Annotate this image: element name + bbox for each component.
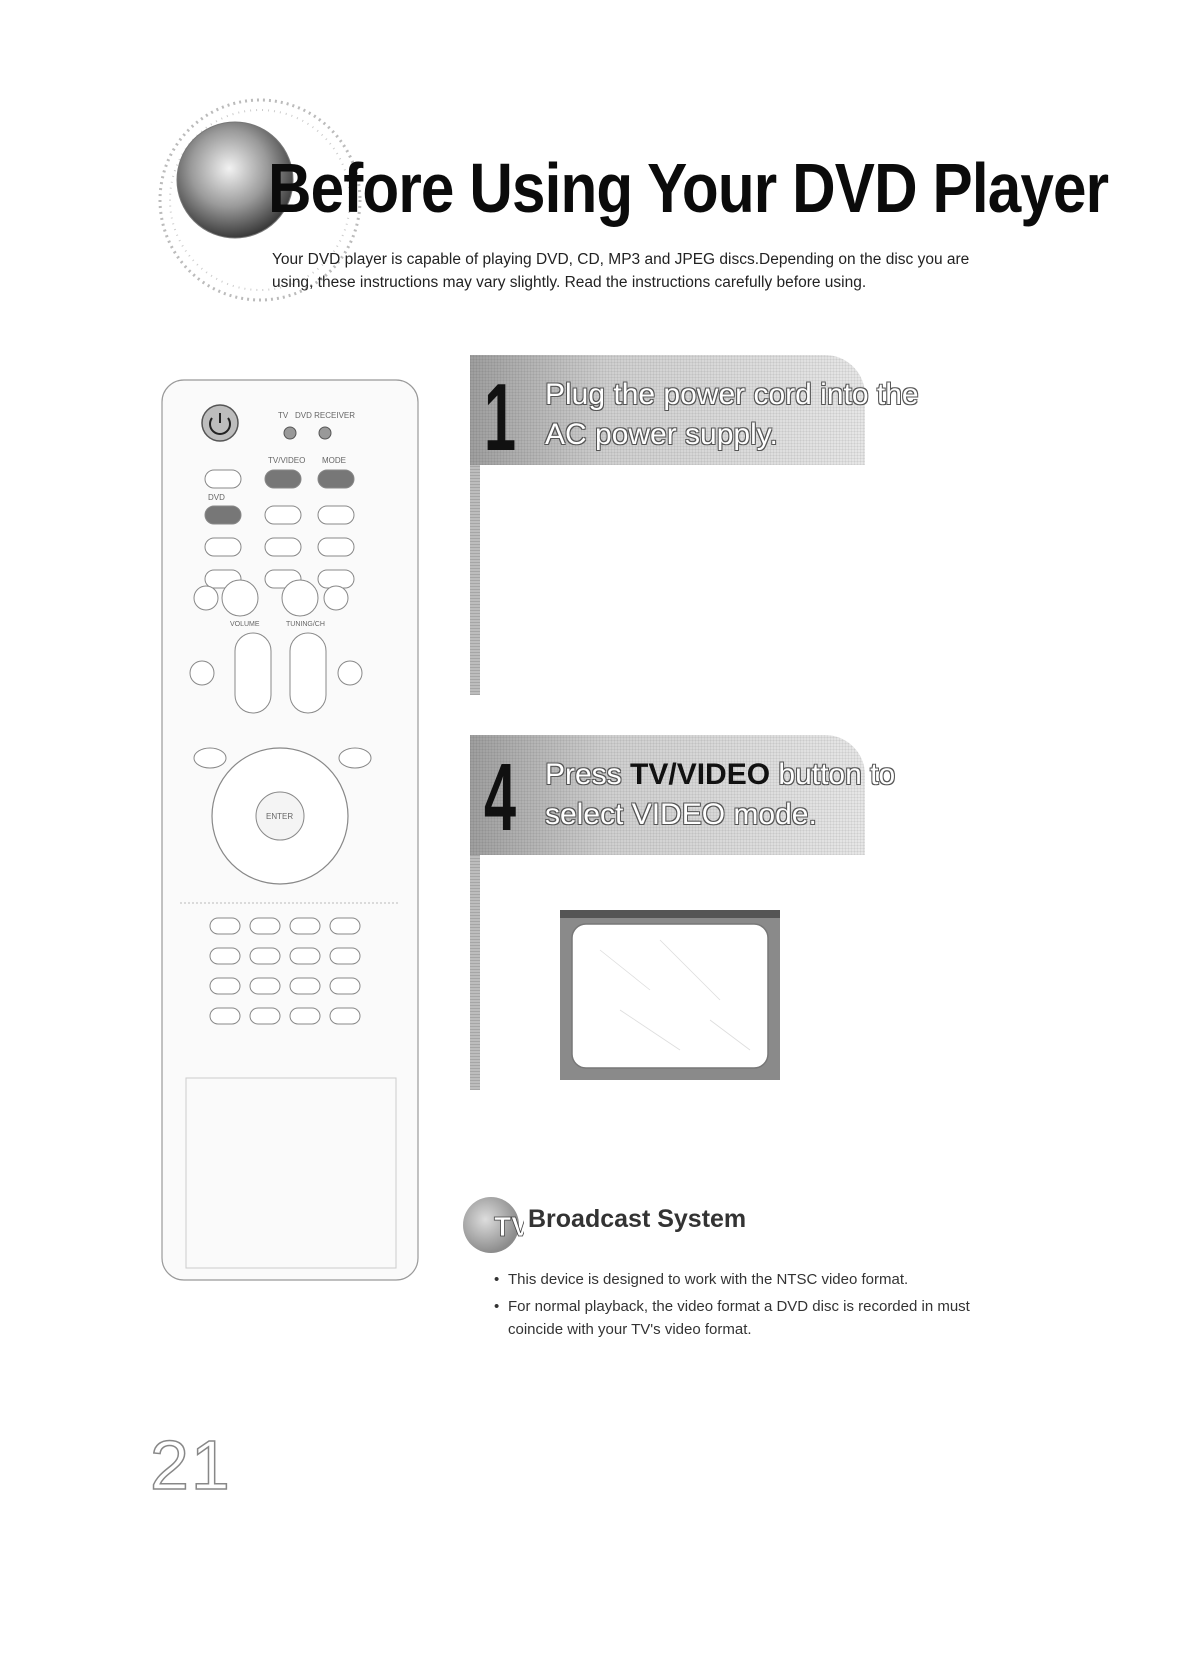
step-1-line-2: AC power supply. xyxy=(545,418,778,451)
broadcast-bullet-2: • For normal playback, the video format … xyxy=(494,1295,978,1341)
tv-video-button-label: TV/VIDEO xyxy=(630,758,771,791)
step-4-panel xyxy=(470,735,865,855)
remote-label-tv: TV xyxy=(278,411,289,420)
step-4-line-1-post: button to xyxy=(770,758,896,791)
tv-badge-icon: TV xyxy=(463,1197,524,1253)
tv-badge-text: TV xyxy=(494,1211,524,1242)
step-4-text: Press TV/VIDEO button to select VIDEO mo… xyxy=(545,755,895,835)
step-1-number: 1 xyxy=(484,364,517,471)
step-4-line-1-pre: Press xyxy=(545,758,631,791)
remote-label-tv-video: TV/VIDEO xyxy=(268,456,305,465)
broadcast-bullet-1: • This device is designed to work with t… xyxy=(494,1268,978,1291)
page-number: 21 xyxy=(149,1425,232,1505)
step-4-number: 4 xyxy=(484,744,517,851)
tv-screen-icon xyxy=(560,910,780,1080)
step-1-panel xyxy=(470,355,865,465)
bullet-symbol: • xyxy=(494,1271,500,1288)
broadcast-system-title: Broadcast System xyxy=(528,1205,747,1233)
step-1-line-1: Plug the power cord into the xyxy=(545,378,919,411)
remote-label-dvd: DVD xyxy=(208,493,225,502)
step-4-connector xyxy=(470,855,480,1090)
step-4-line-2: select VIDEO mode. xyxy=(545,798,817,831)
broadcast-bullet-1-text: This device is designed to work with the… xyxy=(508,1271,909,1288)
remote-label-tuning-ch: TUNING/CH xyxy=(286,621,325,628)
broadcast-bullet-2-text: For normal playback, the video format a … xyxy=(508,1298,970,1338)
page-title: Before Using Your DVD Player xyxy=(268,149,1109,227)
step-1-text: Plug the power cord into the AC power su… xyxy=(545,375,919,455)
remote-control-illustration: TV DVD RECEIVER TV/VIDEO MODE DVD VOLUME… xyxy=(161,379,419,1281)
remote-label-mode: MODE xyxy=(322,456,346,465)
intro-paragraph: Your DVD player is capable of playing DV… xyxy=(272,251,970,291)
speaker-orb-icon xyxy=(158,98,362,302)
step-4-line-1: Press TV/VIDEO button to xyxy=(545,755,895,795)
remote-label-dvd-receiver: DVD RECEIVER xyxy=(295,411,355,420)
remote-label-volume: VOLUME xyxy=(230,621,260,628)
bullet-symbol: • xyxy=(494,1298,500,1315)
remote-label-enter: ENTER xyxy=(266,812,293,821)
step-1-connector xyxy=(470,465,480,695)
